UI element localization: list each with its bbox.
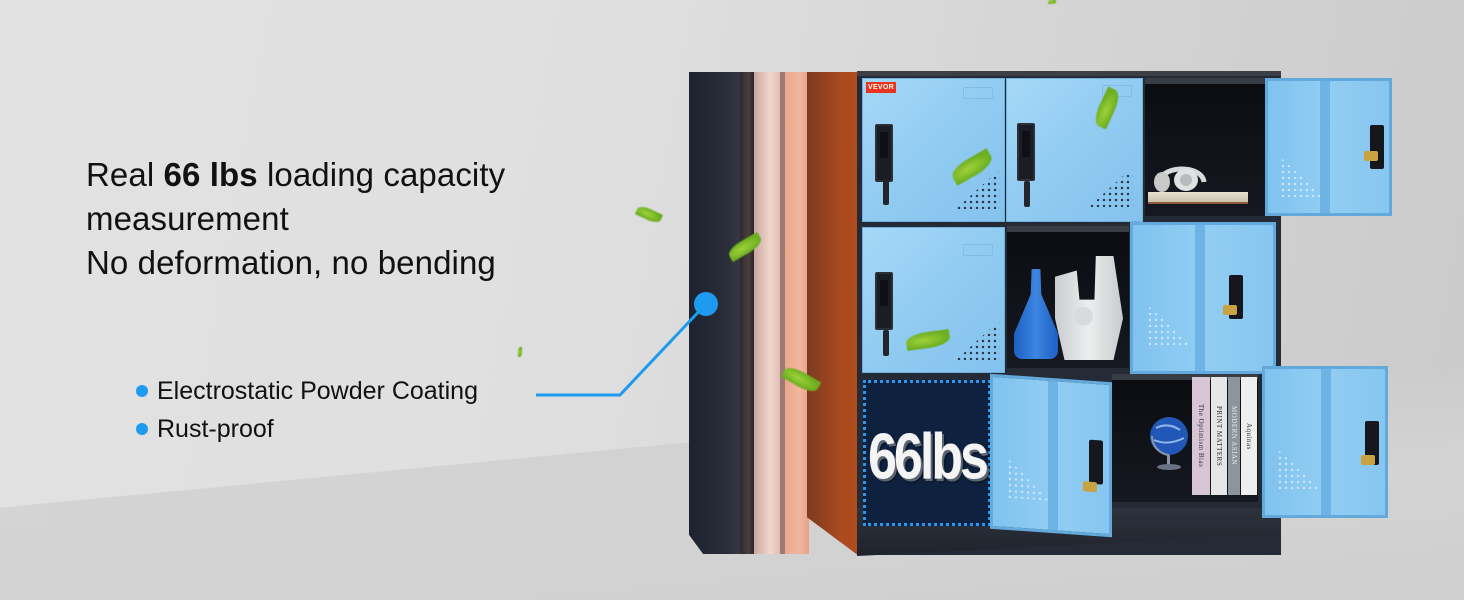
bullet-dot-icon [136,423,148,435]
headphones-icon [1154,166,1207,192]
lock-latch-icon [1083,481,1097,493]
side-panel-primer-edge [780,72,785,554]
load-capacity-label: 66lbs [868,420,989,494]
door-lock-icon [1017,123,1035,181]
load-capacity-compartment: 66lbs [863,380,991,526]
feature-list: Electrostatic Powder Coating Rust-proof [136,372,478,448]
key-icon [1024,181,1030,207]
leaf-icon [518,347,522,357]
door-lock-icon [1370,125,1384,169]
door-lock-icon [875,124,893,182]
door-divider [1048,380,1058,531]
feature-item: Rust-proof [136,410,478,448]
vent-holes [1280,157,1324,197]
book-stack [1148,192,1248,204]
locker-door-r1c2 [1006,78,1143,222]
door-divider [1321,369,1331,515]
door-emboss [963,87,993,99]
bullet-dot-icon [136,385,148,397]
book-spine: The Optimism Bias [1192,377,1210,495]
key-icon [883,330,889,356]
vent-holes [1089,167,1133,207]
locker-door-r2c1 [862,227,1005,373]
book-spine: PRINT MATTERS [1211,377,1227,495]
headline: Real 66 lbs loading capacity measurement… [86,153,505,285]
door-divider [1320,81,1330,213]
book-spine: MODERN ASIAN [1228,377,1240,495]
lock-latch-icon [1361,455,1375,465]
vent-holes [1007,458,1051,501]
headline-line-2: measurement [86,200,289,237]
brand-badge: VEVOR [866,82,896,93]
feature-item: Electrostatic Powder Coating [136,372,478,410]
side-panel-dark-edge [740,72,754,554]
locker-door-open-r3c3 [1262,366,1388,518]
vent-holes [1147,305,1191,345]
vent-holes [956,320,1000,360]
side-panel-base-metal [807,72,859,556]
headline-line-3: No deformation, no bending [86,244,496,281]
lock-latch-icon [1223,305,1237,315]
book-spine: Aquinas [1241,377,1257,495]
locker-door-open-r3c1 [990,373,1112,538]
door-emboss [963,244,993,256]
door-lock-icon [875,272,893,330]
leaf-icon [1048,0,1056,4]
key-icon [883,179,889,205]
side-panel-primer [754,72,784,554]
globe-icon [1150,417,1188,470]
vent-holes [1277,449,1321,489]
side-panel-coating [785,72,809,554]
feature-label: Rust-proof [157,414,274,443]
callout-dot-icon [694,292,718,316]
locker-door-open-r1c3 [1265,78,1392,216]
door-lock-icon [1089,439,1103,485]
headline-capacity-value: 66 lbs [163,156,258,193]
door-lock-icon [1365,421,1379,465]
leaf-icon [634,204,664,225]
headline-line-1: Real 66 lbs loading capacity [86,156,506,193]
feature-label: Electrostatic Powder Coating [157,376,478,405]
book-row: The Optimism Bias PRINT MATTERS MODERN A… [1192,377,1257,495]
locker-door-open-r2c2 [1130,222,1276,374]
door-divider [1195,225,1205,371]
lock-latch-icon [1364,151,1378,161]
